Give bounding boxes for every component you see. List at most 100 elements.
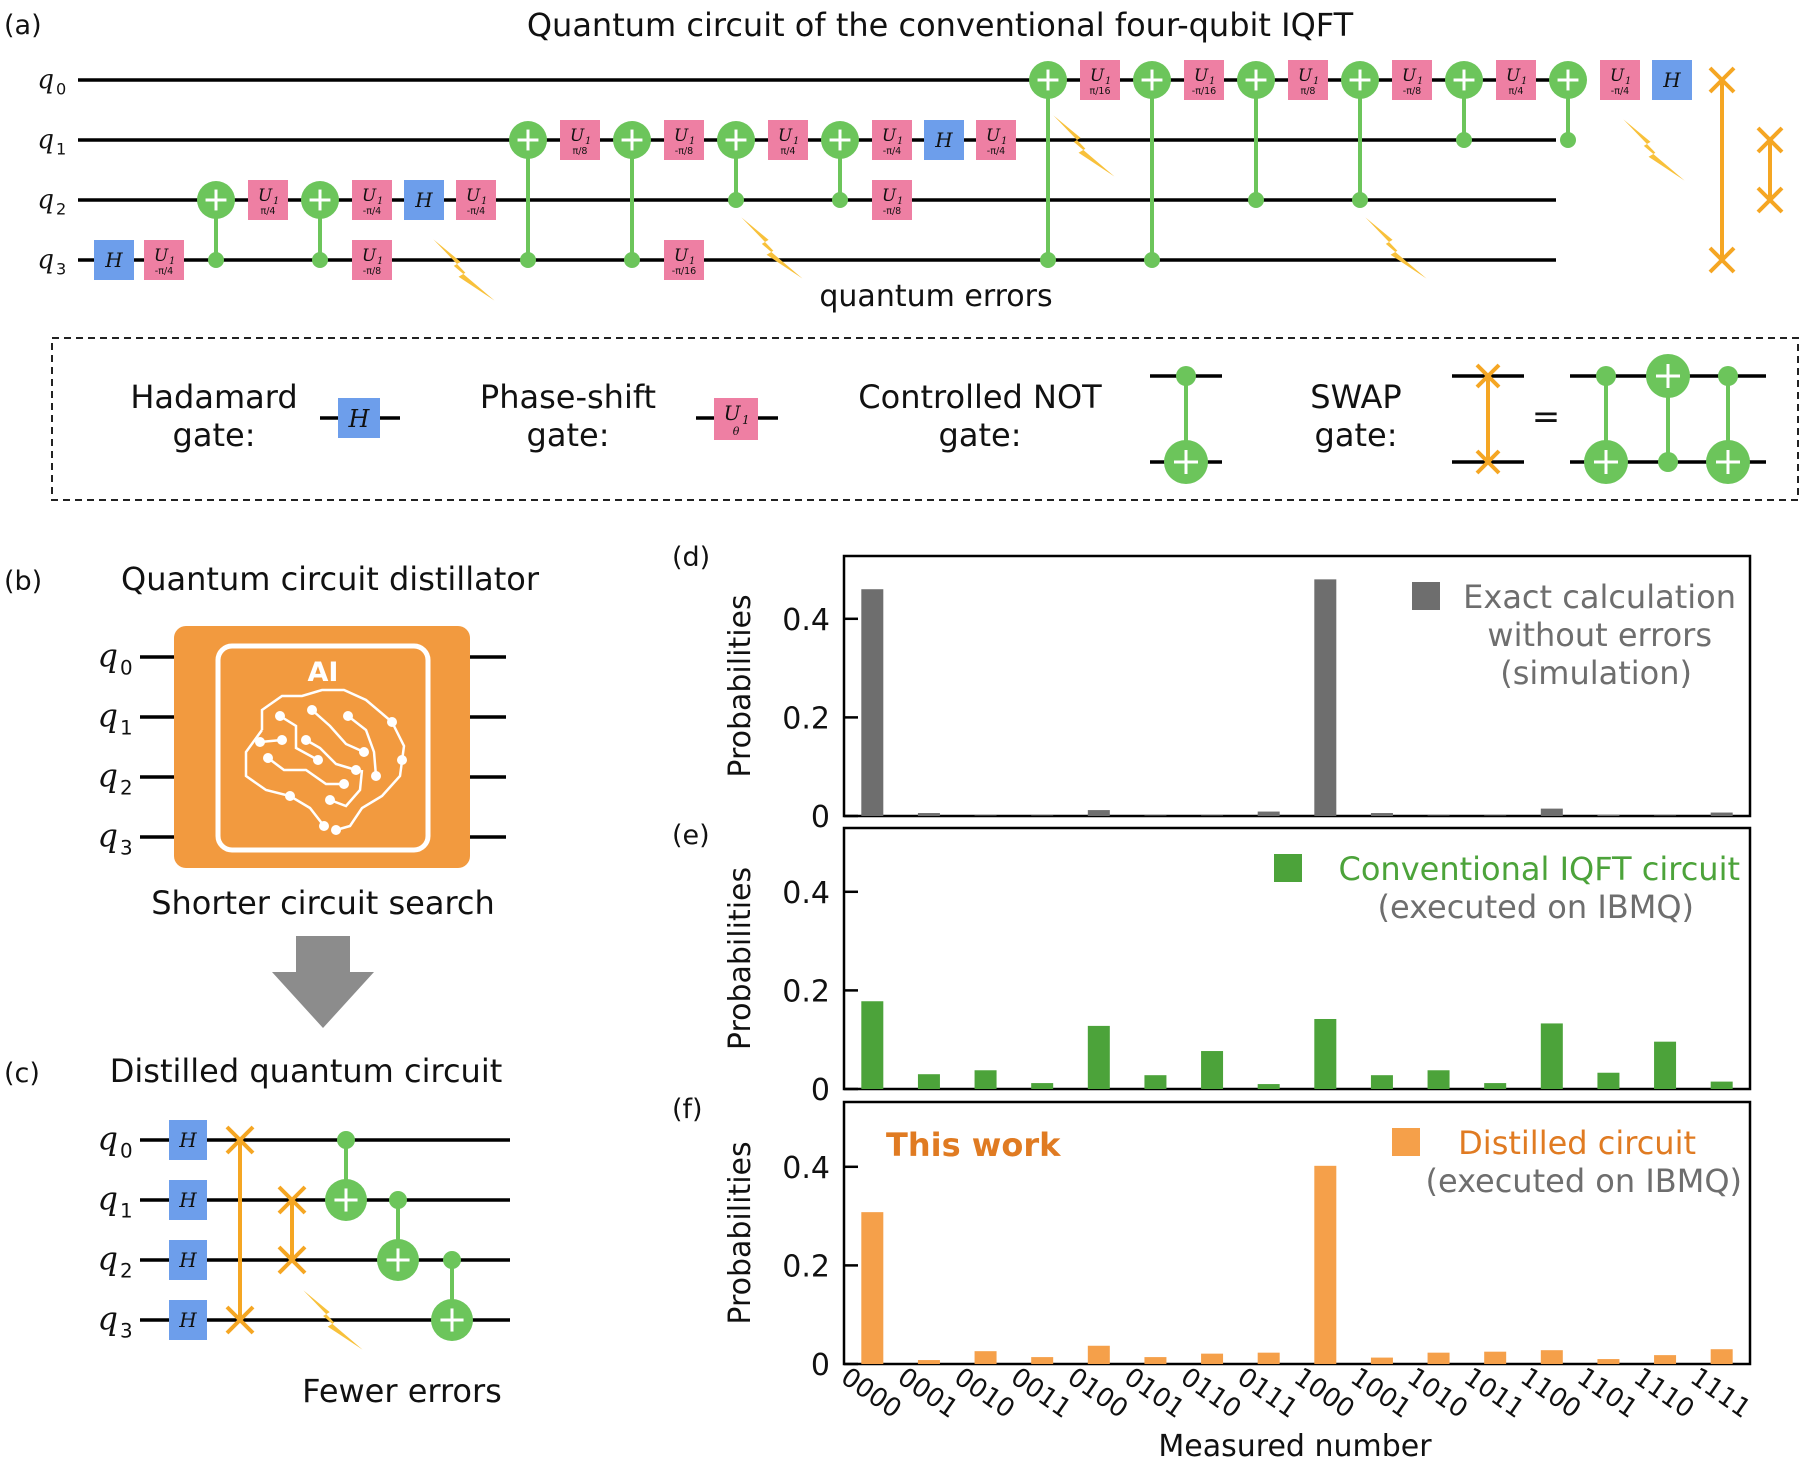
svg-text:3: 3 bbox=[120, 837, 133, 860]
svg-text:3: 3 bbox=[120, 1320, 133, 1343]
ai-distillator-box bbox=[174, 626, 470, 868]
panel-a-wires bbox=[78, 78, 1556, 262]
svg-text:q: q bbox=[98, 1120, 118, 1158]
swap-gate bbox=[277, 1185, 307, 1275]
svg-text:1: 1 bbox=[1521, 76, 1527, 87]
svg-text:π/4: π/4 bbox=[781, 146, 796, 157]
panel-b-caption: Shorter circuit search bbox=[151, 884, 495, 922]
svg-text:π/4: π/4 bbox=[261, 206, 276, 217]
panel-e-label: (e) bbox=[672, 820, 710, 851]
svg-text:-π/16: -π/16 bbox=[1192, 86, 1216, 97]
panel-c-title: Distilled quantum circuit bbox=[110, 1052, 503, 1090]
legend-conventional-line1: Conventional IQFT circuit bbox=[1338, 850, 1740, 888]
panel-a-title: Quantum circuit of the conventional four… bbox=[527, 6, 1354, 44]
bar-0100 bbox=[1087, 1345, 1110, 1364]
panel-c-label: (c) bbox=[4, 1058, 40, 1089]
legend-exact-line3: (simulation) bbox=[1500, 654, 1692, 692]
bar-0010 bbox=[974, 1351, 997, 1364]
legend-distilled-line2: (executed on IBMQ) bbox=[1425, 1162, 1742, 1200]
svg-text:π/4: π/4 bbox=[1509, 86, 1524, 97]
x-axis-label: Measured number bbox=[1158, 1429, 1432, 1464]
legend-swap-line2: gate: bbox=[1315, 416, 1398, 454]
bar-1010 bbox=[1427, 1352, 1450, 1364]
plot-frame bbox=[842, 554, 1752, 818]
svg-text:1: 1 bbox=[120, 1200, 133, 1223]
panel-d-label: (d) bbox=[672, 542, 710, 573]
ai-inner-frame bbox=[215, 643, 431, 853]
bar-0100 bbox=[1087, 810, 1110, 816]
svg-text:0: 0 bbox=[120, 1140, 133, 1163]
svg-text:1: 1 bbox=[56, 139, 66, 158]
swap-gate bbox=[1708, 66, 1736, 274]
this-work-label: This work bbox=[886, 1126, 1061, 1164]
svg-text:H: H bbox=[178, 1188, 197, 1212]
legend-conventional-line2: (executed on IBMQ) bbox=[1377, 888, 1694, 926]
svg-text:-π/4: -π/4 bbox=[987, 146, 1005, 157]
hadamard-gate: H bbox=[169, 1300, 207, 1340]
svg-text:U: U bbox=[362, 186, 377, 206]
bar-0111 bbox=[1257, 1084, 1280, 1089]
svg-text:q: q bbox=[98, 637, 118, 675]
svg-text:U: U bbox=[778, 126, 793, 146]
svg-text:-π/4: -π/4 bbox=[363, 206, 381, 217]
bar-0001 bbox=[917, 1074, 940, 1089]
x-tick-label: 0010 bbox=[948, 1362, 1019, 1425]
legend-phase-line2: gate: bbox=[527, 416, 610, 454]
svg-text:-π/4: -π/4 bbox=[1611, 86, 1629, 97]
cnot-gate bbox=[821, 121, 859, 208]
legend-swatch-exact bbox=[1412, 582, 1440, 610]
panel-c-wires bbox=[140, 1138, 510, 1322]
brain-circuit-nodes bbox=[255, 705, 407, 835]
svg-text:1: 1 bbox=[897, 196, 903, 207]
svg-text:H: H bbox=[348, 405, 371, 433]
legend-distilled-line1: Distilled circuit bbox=[1458, 1124, 1696, 1162]
svg-text:-π/4: -π/4 bbox=[883, 146, 901, 157]
cnot-gate bbox=[197, 181, 235, 268]
hadamard-gate: H bbox=[1652, 60, 1692, 100]
legend-equals-sign: = bbox=[1532, 397, 1561, 437]
y-tick-label: 0.4 bbox=[782, 603, 830, 638]
svg-text:-π/8: -π/8 bbox=[675, 146, 693, 157]
svg-text:U: U bbox=[1194, 66, 1209, 86]
svg-text:H: H bbox=[178, 1248, 197, 1272]
plot-frame bbox=[842, 826, 1752, 1091]
legend-cnot-line2: gate: bbox=[939, 416, 1022, 454]
y-tick-label: 0.4 bbox=[782, 1151, 830, 1186]
x-tick-label: 1101 bbox=[1571, 1362, 1642, 1425]
svg-text:1: 1 bbox=[481, 196, 487, 207]
bar-1111 bbox=[1710, 812, 1733, 816]
quantum-errors-label: quantum errors bbox=[819, 279, 1052, 314]
x-tick-label: 0001 bbox=[892, 1362, 963, 1425]
bar-0001 bbox=[917, 1360, 940, 1364]
svg-text:-π/4: -π/4 bbox=[155, 266, 173, 277]
x-tick-label: 0101 bbox=[1118, 1362, 1189, 1425]
svg-text:q: q bbox=[37, 125, 54, 155]
error-bolt-icon bbox=[1365, 217, 1427, 279]
svg-text:2: 2 bbox=[56, 199, 66, 218]
bar-1111 bbox=[1710, 1081, 1733, 1089]
y-tick-label: 0.2 bbox=[782, 1249, 830, 1284]
bar-1010 bbox=[1427, 1070, 1450, 1089]
bar-0000 bbox=[861, 589, 884, 816]
svg-text:1: 1 bbox=[897, 136, 903, 147]
svg-text:q: q bbox=[37, 185, 54, 215]
down-arrow-icon bbox=[272, 936, 374, 1028]
svg-text:1: 1 bbox=[1417, 76, 1423, 87]
bar-1110 bbox=[1654, 1355, 1677, 1364]
hadamard-gate: H bbox=[169, 1240, 207, 1280]
error-bolt-icon bbox=[1053, 115, 1115, 177]
